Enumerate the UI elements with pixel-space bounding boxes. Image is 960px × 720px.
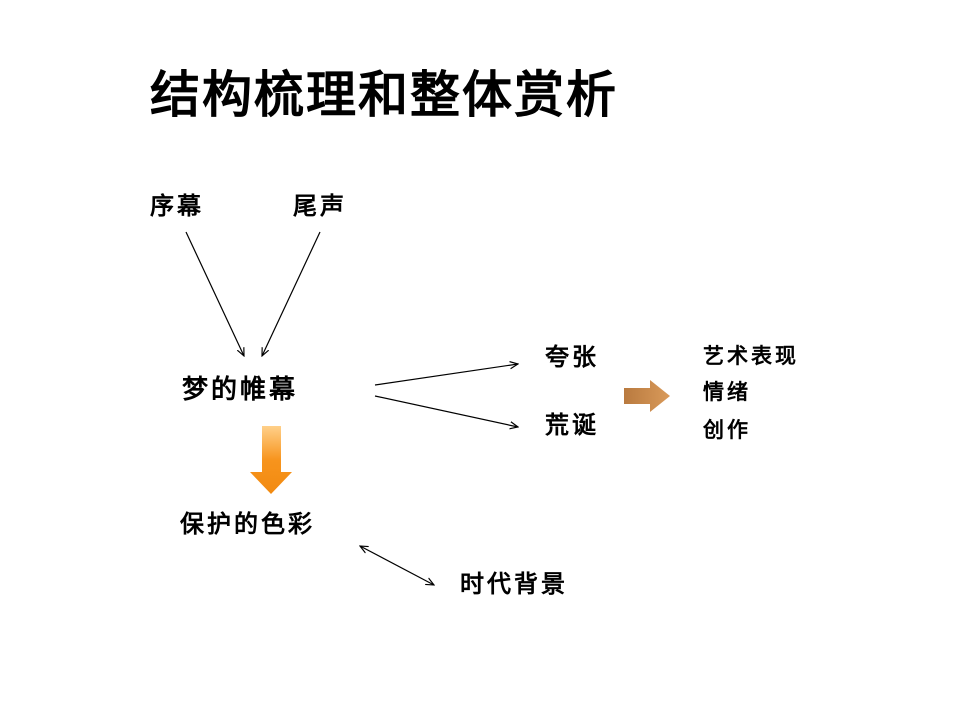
arrow-epilogue-to-dream (262, 231, 321, 356)
node-prologue: 序幕 (150, 192, 204, 220)
arrow-prologue-to-dream (185, 231, 244, 356)
node-epilogue: 尾声 (293, 192, 347, 220)
slide-title: 结构梳理和整体赏析 (150, 66, 618, 124)
brown-right-arrow (624, 380, 670, 412)
arrow-dream-to-absurdity (374, 395, 518, 427)
node-exaggeration: 夸张 (545, 343, 599, 371)
result-item-emotion: 情绪 (703, 380, 751, 404)
node-absurdity: 荒诞 (545, 411, 599, 439)
orange-down-arrow (250, 426, 292, 494)
node-protective-color: 保护的色彩 (180, 510, 315, 538)
arrow-color-background-double (360, 546, 434, 585)
result-item-creation: 创作 (703, 418, 751, 442)
node-era-background: 时代背景 (460, 570, 568, 598)
arrow-dream-to-exaggeration (374, 364, 518, 386)
node-dream-curtain: 梦的帷幕 (182, 375, 299, 405)
result-item-art-expression: 艺术表现 (703, 344, 799, 368)
